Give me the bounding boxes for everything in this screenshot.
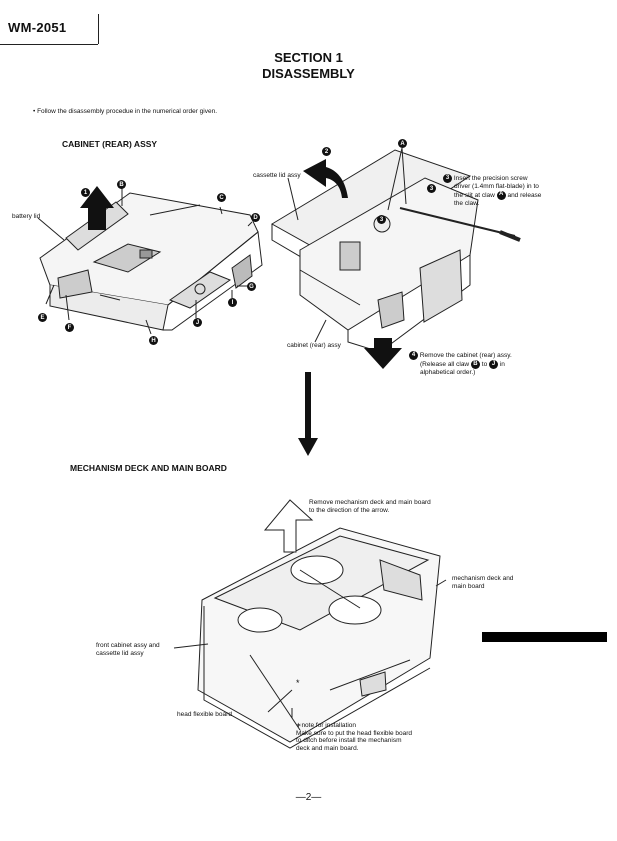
head-flexible-board-label: head flexible board <box>177 711 232 718</box>
intro-text: • Follow the disassembly procedue in the… <box>33 108 218 115</box>
main-down-arrow-icon <box>298 372 318 456</box>
redaction-bar <box>482 632 607 642</box>
claw-b-marker: B <box>117 180 126 189</box>
claw-j-ref: J <box>489 360 498 369</box>
header-rule-vertical <box>98 14 99 44</box>
front-cabinet-label: front cabinet assy and cassette lid assy <box>96 642 160 657</box>
mechanism-deck-drawing <box>173 527 447 749</box>
step-3-number: 3 <box>443 174 452 183</box>
walkman-open-drawing <box>271 149 521 353</box>
step-1-marker: 1 <box>81 188 90 197</box>
claw-f-marker: F <box>65 323 74 332</box>
install-note: ∗note for installation Make sure to put … <box>296 722 412 752</box>
section-title: DISASSEMBLY <box>262 66 355 81</box>
claw-e-marker: E <box>38 313 47 322</box>
step-4-number: 4 <box>409 351 418 360</box>
step-4-note: 4 Remove the cabinet (rear) assy. (Relea… <box>409 351 539 377</box>
step-2-marker: 2 <box>322 147 331 156</box>
claw-j-marker: J <box>193 318 202 327</box>
claw-c-marker: C <box>217 193 226 202</box>
mechanism-heading: MECHANISM DECK AND MAIN BOARD <box>70 463 227 473</box>
page-number: —2— <box>295 792 322 803</box>
claw-h-marker: H <box>149 336 158 345</box>
curved-arrow-icon <box>303 159 348 198</box>
claw-a-ref: A <box>496 190 506 200</box>
removal-arrow-icon <box>263 499 314 553</box>
walkman-rear-drawing <box>39 192 263 331</box>
cabinet-rear-label: cabinet (rear) assy <box>287 342 341 349</box>
step-3-note: 3 Insert the precision screw driver (1.4… <box>443 174 571 207</box>
claw-a-marker: A <box>398 139 407 148</box>
claw-d-marker: D <box>251 213 260 222</box>
header-rule <box>0 44 98 45</box>
step-3-marker-b: 3 <box>427 184 436 193</box>
cassette-lid-label: cassette lid assy <box>253 172 301 179</box>
claw-b-ref: B <box>470 360 480 369</box>
model-number: WM-2051 <box>8 20 67 35</box>
claw-i-marker: I <box>228 298 237 307</box>
section-number: SECTION 1 <box>274 50 343 65</box>
asterisk-marker: * <box>296 678 300 688</box>
step-3-marker: 3 <box>377 215 386 224</box>
down-arrow-icon <box>364 338 402 369</box>
cabinet-rear-heading: CABINET (REAR) ASSY <box>62 139 158 149</box>
claw-g-marker: G <box>247 282 256 291</box>
remove-note: Remove mechanism deck and main board to … <box>309 499 431 514</box>
battery-lid-label: battery lid <box>12 213 41 220</box>
mechanism-deck-label: mechanism deck and main board <box>452 575 514 590</box>
up-arrow-icon <box>80 186 114 230</box>
